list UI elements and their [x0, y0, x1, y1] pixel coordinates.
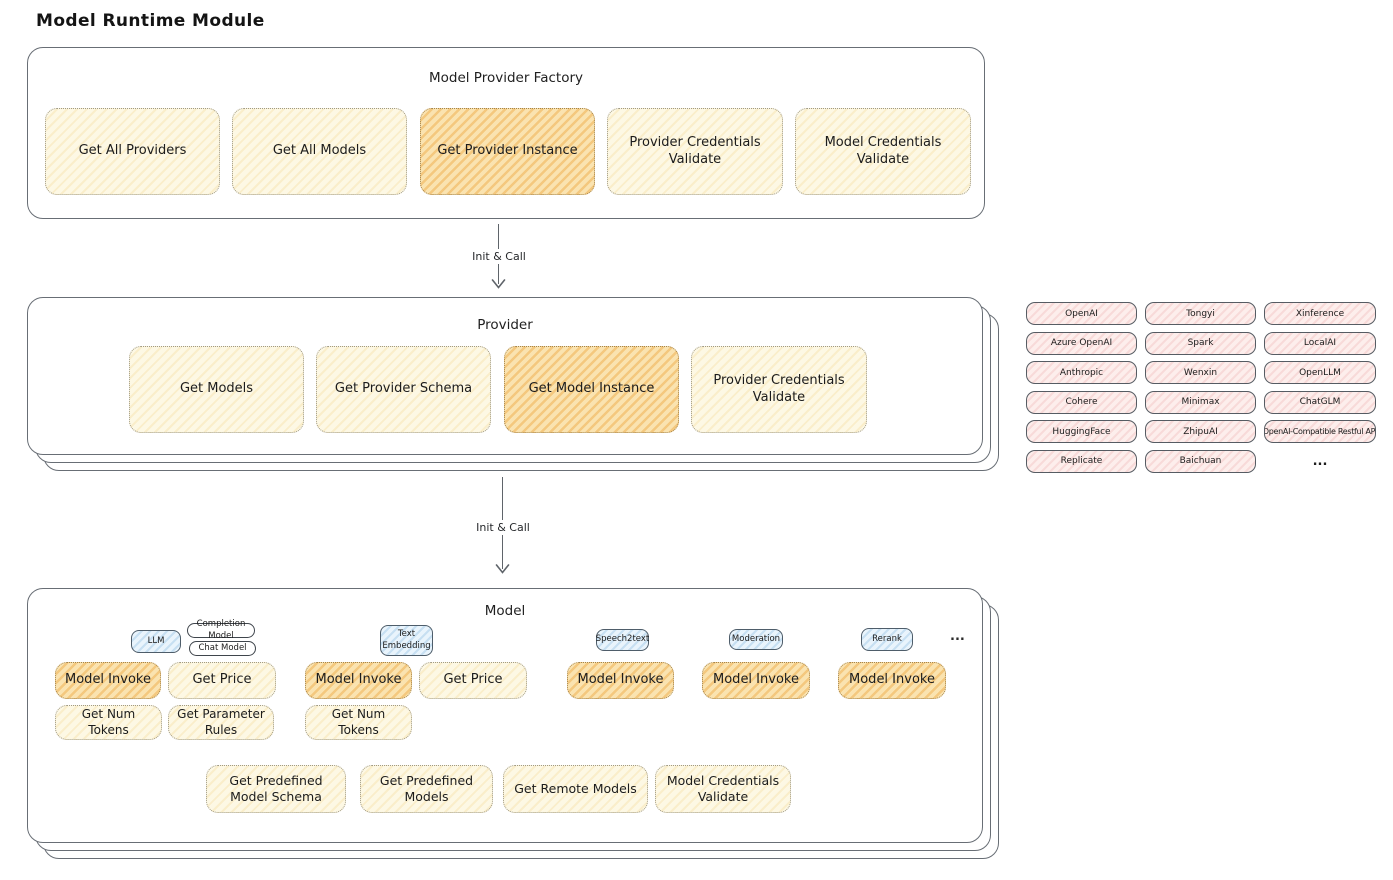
provider-list-more: ... [1312, 453, 1328, 469]
provider-baichuan: Baichuan [1145, 449, 1256, 473]
node-get-predefined-models: Get Predefined Models [360, 765, 493, 813]
diagram-title: Model Runtime Module [36, 11, 265, 31]
provider-xinference: Xinference [1264, 302, 1376, 325]
node-get-remote-models: Get Remote Models [503, 765, 648, 813]
provider-box: Provider Get Models Get Provider Schema … [27, 297, 983, 455]
arrowhead-down-icon-2 [495, 564, 510, 574]
node-get-model-instance: Get Model Instance [504, 346, 679, 433]
model-provider-factory-box: Model Provider Factory Get All Providers… [27, 47, 985, 219]
node-provider-credentials-validate-2: Provider Credentials Validate [691, 346, 867, 433]
provider-huggingface: HuggingFace [1026, 420, 1137, 443]
provider-spark: Spark [1145, 331, 1256, 355]
factory-title: Model Provider Factory [428, 70, 583, 86]
arrowhead-down-icon [491, 279, 506, 289]
provider-wenxin: Wenxin [1145, 361, 1256, 384]
node-provider-credentials-validate: Provider Credentials Validate [607, 108, 783, 195]
tab-text-embedding: Text Embedding [380, 625, 433, 656]
tab-moderation: Moderation [729, 629, 783, 650]
tabs-more: ... [950, 629, 965, 644]
provider-openllm: OpenLLM [1264, 361, 1376, 384]
node-model-credentials-validate: Model Credentials Validate [795, 108, 971, 195]
provider-azure-openai: Azure OpenAI [1026, 331, 1137, 355]
node-llm-model-invoke: Model Invoke [55, 662, 161, 699]
provider-title: Provider [477, 317, 533, 333]
node-speech2text-model-invoke: Model Invoke [567, 662, 674, 699]
provider-replicate: Replicate [1026, 449, 1137, 473]
provider-openai-compatible-restful-api: OpenAI-Compatible Restful API [1264, 420, 1376, 443]
node-llm-get-parameter-rules: Get Parameter Rules [168, 705, 274, 740]
arrow1-label: Init & Call [467, 249, 531, 264]
node-llm-get-price: Get Price [168, 662, 276, 699]
provider-cohere: Cohere [1026, 390, 1137, 414]
node-model-credentials-validate-2: Model Credentials Validate [655, 765, 791, 813]
provider-tongyi: Tongyi [1145, 302, 1256, 325]
tab-llm: LLM [131, 630, 181, 653]
provider-list: OpenAI Tongyi Xinference Azure OpenAI Sp… [1026, 302, 1376, 473]
node-get-models: Get Models [129, 346, 304, 433]
model-title: Model [484, 603, 526, 619]
provider-openai: OpenAI [1026, 302, 1137, 325]
node-get-all-providers: Get All Providers [45, 108, 220, 195]
node-llm-get-num-tokens: Get Num Tokens [55, 705, 162, 740]
provider-anthropic: Anthropic [1026, 361, 1137, 384]
provider-chatglm: ChatGLM [1264, 390, 1376, 414]
model-box: Model LLM Completion Model Chat Model Te… [27, 588, 983, 843]
node-embedding-model-invoke: Model Invoke [305, 662, 412, 699]
node-rerank-model-invoke: Model Invoke [838, 662, 946, 699]
node-get-predefined-model-schema: Get Predefined Model Schema [206, 765, 346, 813]
node-moderation-model-invoke: Model Invoke [702, 662, 810, 699]
tab-speech2text: Speech2text [596, 629, 649, 651]
arrow2-label: Init & Call [471, 520, 535, 535]
provider-localai: LocalAI [1264, 331, 1376, 355]
node-embedding-get-price: Get Price [419, 662, 527, 699]
node-get-provider-instance: Get Provider Instance [420, 108, 595, 195]
tag-completion-model: Completion Model [187, 619, 255, 641]
node-get-all-models: Get All Models [232, 108, 407, 195]
tag-chat-model: Chat Model [189, 641, 256, 656]
node-embedding-get-num-tokens: Get Num Tokens [305, 705, 412, 740]
tab-rerank: Rerank [861, 628, 913, 651]
node-get-provider-schema: Get Provider Schema [316, 346, 491, 433]
provider-minimax: Minimax [1145, 390, 1256, 414]
provider-zhipuai: ZhipuAI [1145, 420, 1256, 443]
